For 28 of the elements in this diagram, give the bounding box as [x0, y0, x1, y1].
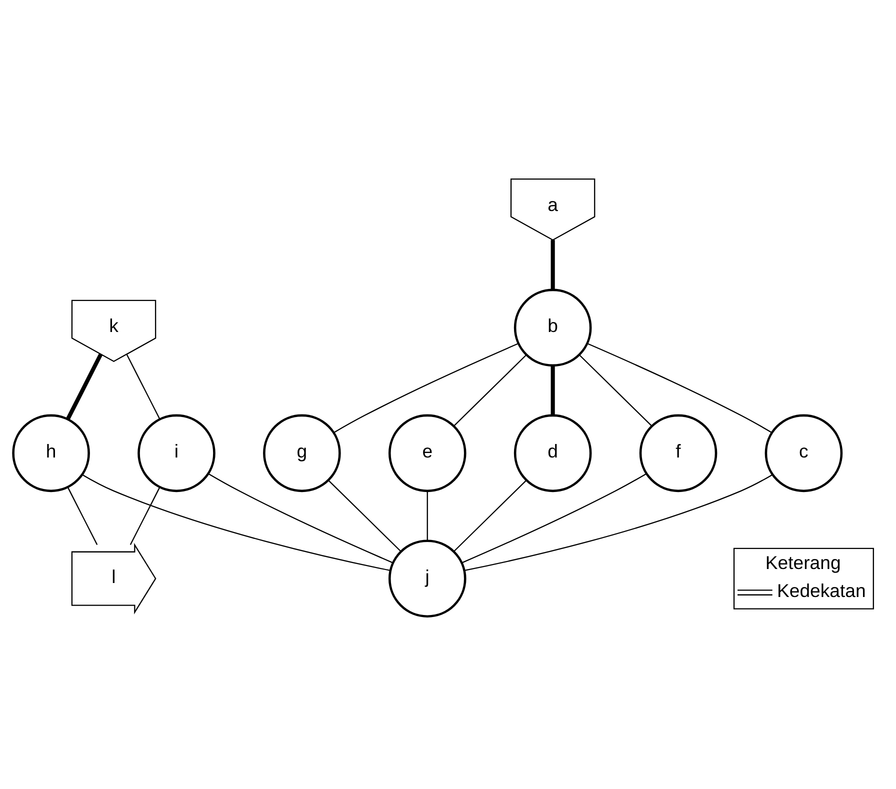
connector [426, 490, 428, 541]
connector [126, 354, 160, 420]
node-circle: f [639, 414, 718, 492]
node-circle: i [138, 414, 216, 492]
connector [579, 354, 652, 426]
node-circle: b [514, 288, 592, 367]
connector [130, 487, 160, 546]
node-circle: j [388, 540, 466, 618]
connector [334, 342, 519, 434]
connector [454, 480, 527, 552]
connector [328, 480, 402, 552]
connector [550, 240, 555, 290]
connector [454, 354, 527, 426]
node-circle: h [12, 414, 90, 492]
node-circle: d [514, 414, 592, 492]
connector [464, 474, 773, 571]
legend-label: Kedekatan [777, 580, 866, 601]
node-circle: g [263, 414, 341, 492]
connector [587, 342, 772, 434]
connector [462, 473, 647, 564]
connector [550, 365, 555, 416]
connector [82, 474, 390, 571]
node-circle: c [764, 414, 843, 492]
connector [66, 353, 103, 420]
connector [208, 473, 394, 564]
connector [67, 487, 98, 546]
node-circle: e [388, 414, 466, 492]
label: Keterang [765, 552, 841, 574]
